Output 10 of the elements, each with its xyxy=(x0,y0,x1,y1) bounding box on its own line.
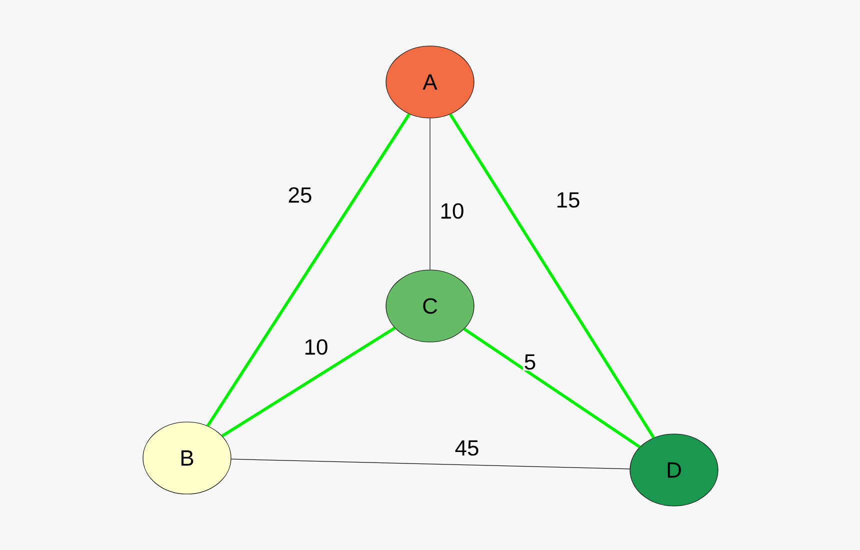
edge-line xyxy=(230,458,630,470)
edge-label: 10 xyxy=(438,202,466,220)
edge-label: 15 xyxy=(554,191,582,209)
edge-line xyxy=(221,326,396,438)
edge-label: 45 xyxy=(454,439,480,457)
edge-line xyxy=(206,113,411,427)
edge-label: 10 xyxy=(302,338,330,356)
edge-label: 25 xyxy=(286,186,314,204)
edge-line xyxy=(463,328,641,448)
edge-line xyxy=(449,113,655,439)
